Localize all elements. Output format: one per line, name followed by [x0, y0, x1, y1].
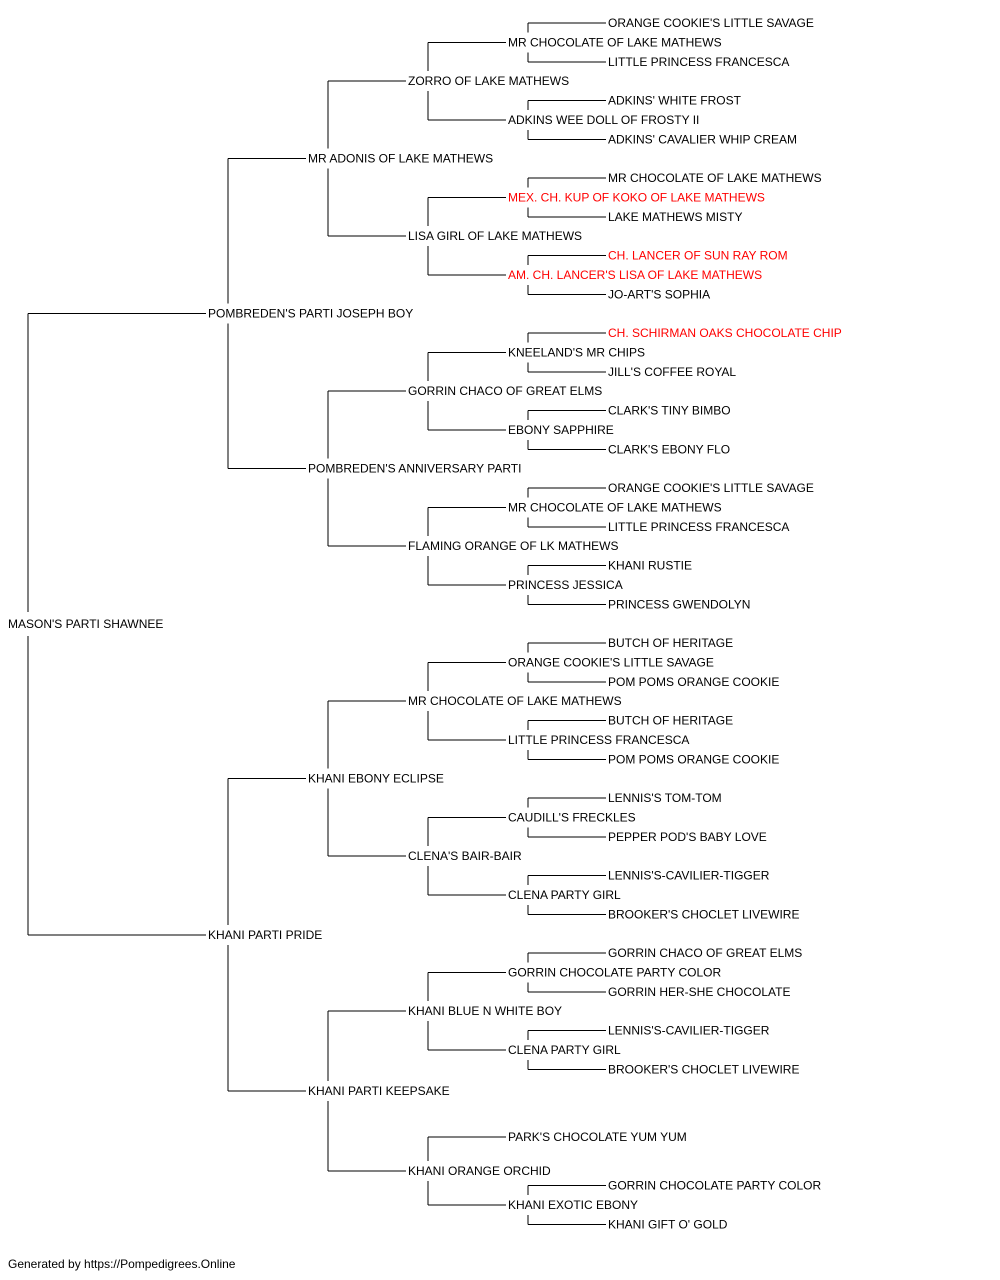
ancestor-name-gen-4: KNEELAND'S MR CHIPS: [508, 345, 645, 359]
ancestor-name-gen-1: POMBREDEN'S PARTI JOSEPH BOY: [208, 307, 413, 321]
ancestor-name-gen-5: CH. SCHIRMAN OAKS CHOCOLATE CHIP: [608, 326, 842, 340]
ancestor-name-gen-4: MR CHOCOLATE OF LAKE MATHEWS: [508, 35, 722, 49]
ancestor-name-gen-5: GORRIN CHOCOLATE PARTY COLOR: [608, 1179, 821, 1193]
ancestor-name-gen-5: ORANGE COOKIE'S LITTLE SAVAGE: [608, 481, 814, 495]
ancestor-name-gen-2: POMBREDEN'S ANNIVERSARY PARTI: [308, 462, 521, 476]
ancestor-name-gen-2: MR ADONIS OF LAKE MATHEWS: [308, 152, 493, 166]
ancestor-name-gen-5: ORANGE COOKIE'S LITTLE SAVAGE: [608, 16, 814, 30]
generated-by-footer: Generated by https://Pompedigrees.Online: [8, 1257, 236, 1271]
ancestor-name-gen-3: ZORRO OF LAKE MATHEWS: [408, 74, 569, 88]
ancestor-name-gen-5: ADKINS' WHITE FROST: [608, 94, 742, 108]
ancestor-name-gen-5: LITTLE PRINCESS FRANCESCA: [608, 55, 789, 69]
ancestor-name-gen-2: KHANI EBONY ECLIPSE: [308, 772, 444, 786]
ancestor-name-gen-5: BROOKER'S CHOCLET LIVEWIRE: [608, 1062, 799, 1076]
ancestor-name-gen-4: CAUDILL'S FRECKLES: [508, 810, 636, 824]
ancestor-name-gen-5: PEPPER POD'S BABY LOVE: [608, 830, 767, 844]
ancestor-name-gen-4: PARK'S CHOCOLATE YUM YUM: [508, 1130, 687, 1144]
ancestor-name-gen-5: CH. LANCER OF SUN RAY ROM: [608, 249, 788, 263]
ancestor-name-gen-5: CLARK'S EBONY FLO: [608, 442, 730, 456]
ancestor-name-gen-4: CLENA PARTY GIRL: [508, 1043, 621, 1057]
ancestor-name-gen-5: BUTCH OF HERITAGE: [608, 636, 733, 650]
ancestor-name-gen-5: BROOKER'S CHOCLET LIVEWIRE: [608, 907, 799, 921]
ancestor-name-gen-4: KHANI EXOTIC EBONY: [508, 1198, 638, 1212]
subject-dog-name: MASON'S PARTI SHAWNEE: [8, 617, 163, 631]
ancestor-name-gen-3: FLAMING ORANGE OF LK MATHEWS: [408, 539, 618, 553]
ancestor-name-gen-5: JO-ART'S SOPHIA: [608, 287, 710, 301]
ancestor-name-gen-4: GORRIN CHOCOLATE PARTY COLOR: [508, 965, 721, 979]
ancestor-name-gen-1: KHANI PARTI PRIDE: [208, 928, 322, 942]
ancestor-name-gen-4: LITTLE PRINCESS FRANCESCA: [508, 733, 689, 747]
ancestor-name-gen-5: POM POMS ORANGE COOKIE: [608, 752, 779, 766]
ancestor-name-gen-4: EBONY SAPPHIRE: [508, 423, 614, 437]
ancestor-name-gen-4: CLENA PARTY GIRL: [508, 888, 621, 902]
ancestor-name-gen-4: PRINCESS JESSICA: [508, 578, 623, 592]
ancestor-name-gen-5: KHANI RUSTIE: [608, 559, 692, 573]
ancestor-name-gen-5: PRINCESS GWENDOLYN: [608, 597, 750, 611]
ancestor-name-gen-5: GORRIN HER-SHE CHOCOLATE: [608, 985, 790, 999]
ancestor-name-gen-4: MEX. CH. KUP OF KOKO OF LAKE MATHEWS: [508, 190, 765, 204]
ancestor-name-gen-3: LISA GIRL OF LAKE MATHEWS: [408, 229, 582, 243]
ancestor-name-gen-3: CLENA'S BAIR-BAIR: [408, 849, 522, 863]
ancestor-name-gen-4: ORANGE COOKIE'S LITTLE SAVAGE: [508, 655, 714, 669]
ancestor-name-gen-5: ADKINS' CAVALIER WHIP CREAM: [608, 132, 797, 146]
ancestor-name-gen-4: AM. CH. LANCER'S LISA OF LAKE MATHEWS: [508, 268, 762, 282]
ancestor-name-gen-5: KHANI GIFT O' GOLD: [608, 1217, 728, 1231]
ancestor-name-gen-5: LENNIS'S-CAVILIER-TIGGER: [608, 869, 770, 883]
ancestor-name-gen-4: MR CHOCOLATE OF LAKE MATHEWS: [508, 500, 722, 514]
ancestor-name-gen-5: CLARK'S TINY BIMBO: [608, 404, 731, 418]
ancestor-name-gen-3: MR CHOCOLATE OF LAKE MATHEWS: [408, 694, 622, 708]
ancestor-name-gen-5: LENNIS'S-CAVILIER-TIGGER: [608, 1024, 770, 1038]
ancestor-name-gen-5: GORRIN CHACO OF GREAT ELMS: [608, 946, 802, 960]
ancestor-name-gen-4: ADKINS WEE DOLL OF FROSTY II: [508, 113, 699, 127]
ancestor-name-gen-5: MR CHOCOLATE OF LAKE MATHEWS: [608, 171, 822, 185]
ancestor-name-gen-5: BUTCH OF HERITAGE: [608, 714, 733, 728]
ancestor-name-gen-5: LENNIS'S TOM-TOM: [608, 791, 722, 805]
ancestor-name-gen-2: KHANI PARTI KEEPSAKE: [308, 1084, 450, 1098]
ancestor-name-gen-5: LITTLE PRINCESS FRANCESCA: [608, 520, 789, 534]
ancestor-name-gen-5: POM POMS ORANGE COOKIE: [608, 675, 779, 689]
ancestor-name-gen-5: JILL'S COFFEE ROYAL: [608, 365, 736, 379]
ancestor-name-gen-3: KHANI BLUE N WHITE BOY: [408, 1004, 562, 1018]
ancestor-name-gen-3: GORRIN CHACO OF GREAT ELMS: [408, 384, 602, 398]
ancestor-name-gen-3: KHANI ORANGE ORCHID: [408, 1164, 551, 1178]
ancestor-name-gen-5: LAKE MATHEWS MISTY: [608, 210, 742, 224]
